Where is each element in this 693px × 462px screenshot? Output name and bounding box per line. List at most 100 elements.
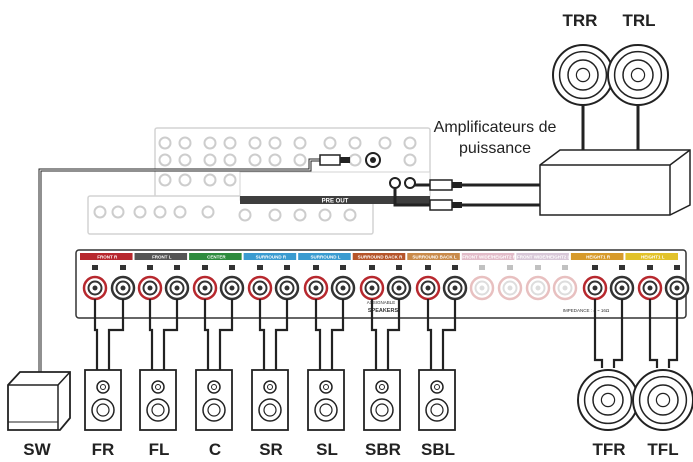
speaker-cable bbox=[667, 299, 679, 368]
section-label: HEIGHT1 L bbox=[641, 255, 665, 260]
label-sbl: SBL bbox=[421, 440, 455, 459]
section-label: FRONT WIDE/HEIGHT2 R bbox=[462, 255, 516, 260]
faded-jack bbox=[248, 136, 262, 150]
faded-jack bbox=[133, 205, 147, 219]
speaker-cable bbox=[370, 299, 378, 370]
faded-jack bbox=[403, 136, 417, 150]
section-bar bbox=[134, 253, 188, 260]
ceiling-speaker bbox=[607, 44, 669, 106]
section-bar bbox=[407, 253, 460, 260]
faded-jack bbox=[158, 153, 172, 167]
speaker-cable bbox=[612, 299, 624, 368]
faded-jack bbox=[248, 153, 262, 167]
floor-speaker bbox=[251, 369, 289, 431]
speaker-cable bbox=[148, 299, 154, 370]
speaker-terminal bbox=[330, 265, 356, 301]
section-label: FRONT R bbox=[97, 255, 118, 260]
faded-jack bbox=[173, 205, 187, 219]
speaker-terminal bbox=[415, 265, 441, 301]
label-sbr: SBR bbox=[365, 440, 401, 459]
section-label: FRONT L bbox=[152, 255, 172, 260]
impedance-label: IMPEDANCE : 4 ~ 16Ω bbox=[563, 308, 610, 313]
faded-jack bbox=[203, 153, 217, 167]
section-bar bbox=[298, 253, 351, 260]
faded-jack bbox=[293, 208, 307, 222]
speaker-cable bbox=[386, 299, 401, 370]
faded-jack bbox=[318, 208, 332, 222]
speaker-cable bbox=[648, 299, 659, 368]
speaker-terminal bbox=[137, 265, 163, 301]
label-fr: FR bbox=[91, 440, 115, 459]
faded-jack bbox=[158, 173, 172, 187]
faded-jack bbox=[178, 173, 192, 187]
speaker-terminal bbox=[525, 265, 551, 301]
faded-jack bbox=[178, 136, 192, 150]
faded-jack bbox=[111, 205, 125, 219]
section-label: HEIGHT1 R bbox=[586, 255, 611, 260]
speaker-terminal bbox=[469, 265, 495, 301]
speaker-terminal bbox=[442, 265, 468, 301]
speaker-cables bbox=[93, 299, 679, 370]
label-sr: SR bbox=[259, 440, 283, 459]
faded-jack bbox=[203, 173, 217, 187]
speaker-terminal bbox=[552, 265, 578, 301]
faded-jack bbox=[178, 153, 192, 167]
speaker-terminal bbox=[82, 265, 108, 301]
faded-jack bbox=[268, 136, 282, 150]
speaker-terminal bbox=[497, 265, 523, 301]
faded-jack bbox=[93, 205, 107, 219]
section-bar bbox=[461, 253, 515, 260]
speaker-cable bbox=[107, 299, 125, 370]
speaker-cable bbox=[593, 299, 604, 368]
label-sw: SW bbox=[23, 440, 51, 459]
speaker-cable bbox=[93, 299, 99, 370]
faded-jack bbox=[378, 136, 392, 150]
section-bar bbox=[189, 253, 242, 260]
section-bar bbox=[570, 253, 624, 260]
ceiling-speaker bbox=[632, 369, 693, 431]
ceiling-speaker bbox=[552, 44, 614, 106]
pre-out-label: PRE OUT bbox=[322, 199, 349, 205]
faded-jack bbox=[223, 153, 237, 167]
amp-label-line1: Amplificateurs de bbox=[433, 119, 557, 136]
label-c: C bbox=[208, 440, 222, 459]
section-bar bbox=[243, 253, 297, 260]
speaker-cable bbox=[258, 299, 266, 370]
speaker-cable bbox=[203, 299, 210, 370]
faded-jack bbox=[293, 153, 307, 167]
speaker-cable bbox=[426, 299, 433, 370]
faded-jack bbox=[158, 136, 172, 150]
ceiling-speaker bbox=[577, 369, 639, 431]
speakers-label: SPEAKERS bbox=[368, 308, 399, 314]
section-bar bbox=[80, 253, 133, 260]
speakers bbox=[7, 44, 693, 431]
section-bar bbox=[352, 253, 406, 260]
floor-speaker bbox=[84, 369, 122, 431]
speaker-terminal bbox=[359, 265, 385, 301]
speaker-cable bbox=[441, 299, 457, 370]
section-label: CENTER bbox=[207, 255, 226, 260]
faded-jack bbox=[201, 205, 215, 219]
amp-label-line2: puissance bbox=[458, 140, 532, 157]
speaker-terminal bbox=[192, 265, 218, 301]
speaker-cable bbox=[274, 299, 289, 370]
faded-jack bbox=[268, 153, 282, 167]
floor-speaker bbox=[307, 369, 345, 431]
section-label: SURROUND R bbox=[256, 255, 287, 260]
faded-jack bbox=[343, 208, 357, 222]
speaker-terminal-panel: FRONT R FRONT L CENTER SURROUND R SURROUND L… bbox=[75, 249, 690, 319]
section-label: SURROUND BACK L bbox=[412, 255, 456, 260]
label-tfl: TFL bbox=[647, 440, 679, 459]
speaker-cable bbox=[218, 299, 234, 370]
section-label: SURROUND L bbox=[310, 255, 340, 260]
label-trl: TRL bbox=[622, 11, 656, 30]
floor-speaker bbox=[195, 369, 233, 431]
speaker-cable bbox=[314, 299, 322, 370]
receiver-upper-panel: PRE OUT bbox=[87, 127, 431, 235]
section-label: SURROUND BACK R bbox=[358, 255, 403, 260]
assignable-label: ASSIGNABLE bbox=[367, 300, 396, 305]
faded-jack bbox=[348, 136, 362, 150]
label-sl: SL bbox=[316, 440, 338, 459]
label-fl: FL bbox=[148, 440, 170, 459]
